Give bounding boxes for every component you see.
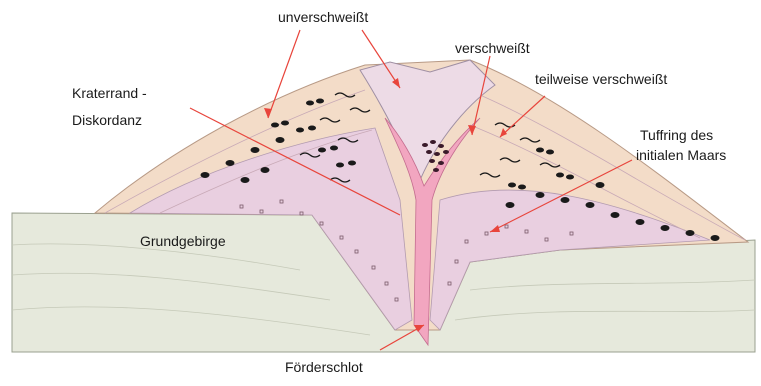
label-kraterrand: Kraterrand -: [72, 86, 147, 100]
label-diskordanz: Diskordanz: [72, 113, 142, 127]
label-foerderschlot: Förderschlot: [285, 360, 363, 374]
label-unverschweisst: unverschweißt: [278, 10, 368, 24]
label-tuffring: Tuffring des: [640, 128, 713, 142]
label-verschweisst: verschweißt: [455, 41, 530, 55]
label-teilweise-verschweisst: teilweise verschweißt: [535, 72, 667, 86]
label-grundgebirge: Grundgebirge: [140, 234, 226, 248]
label-initialen-maars: initialen Maars: [636, 148, 726, 162]
